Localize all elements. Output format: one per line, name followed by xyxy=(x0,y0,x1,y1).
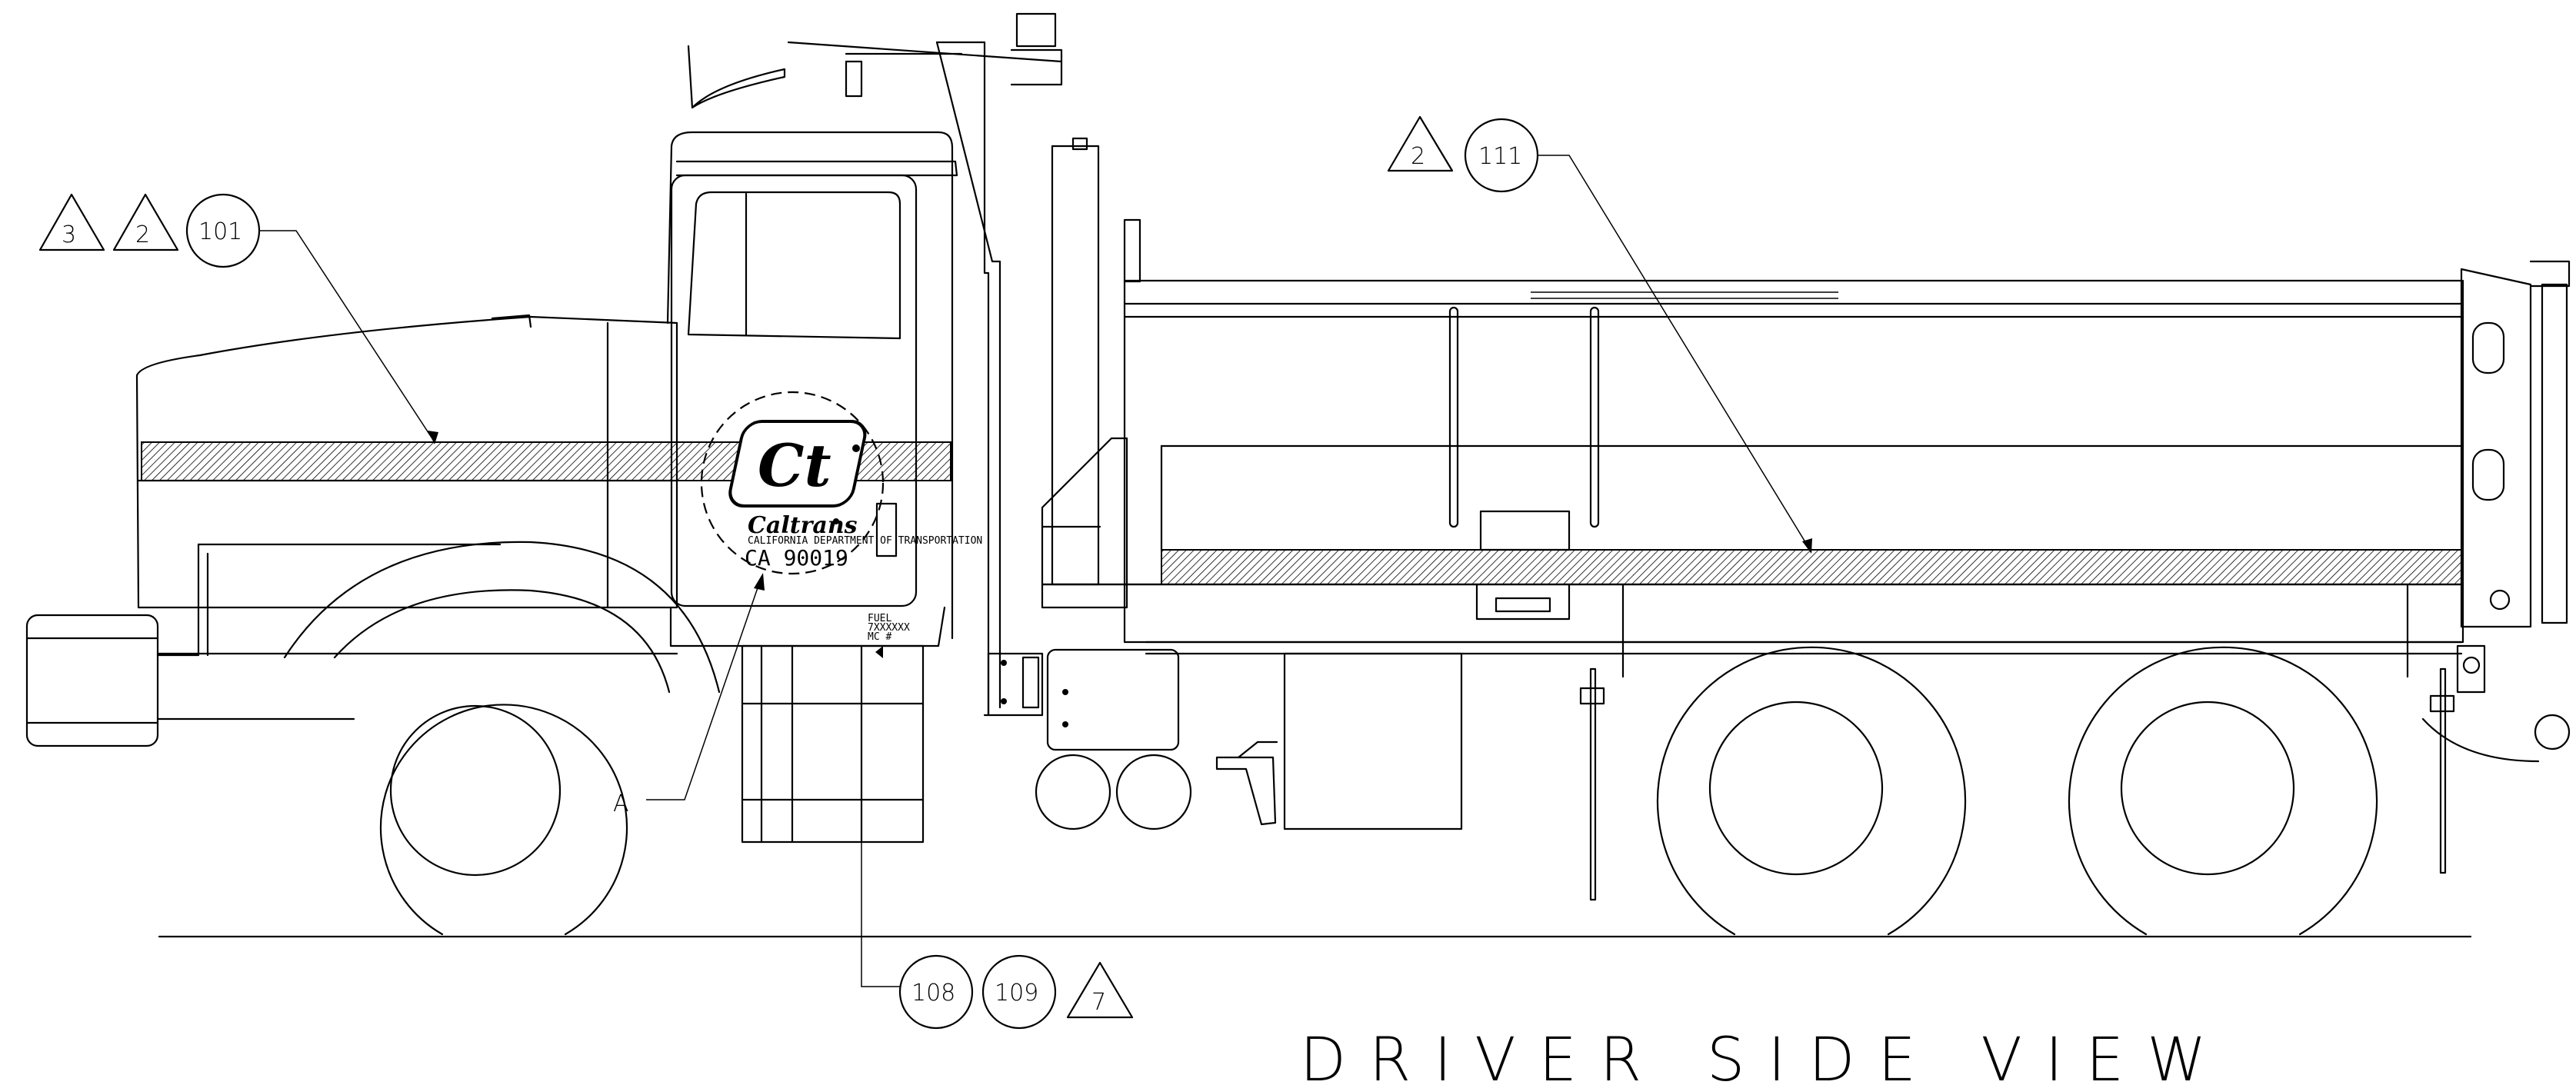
fuel-tank xyxy=(987,648,1192,830)
intake-column xyxy=(1041,137,1128,609)
drive-wheel-1 xyxy=(1656,646,1967,936)
battery-box xyxy=(1215,652,1463,830)
fuel-decal-line2: 7XXXXXX xyxy=(868,622,910,634)
triangle-callout-icon xyxy=(1066,961,1134,1019)
logo-tagline: CALIFORNIA DEPARTMENT OF TRANSPORTATION xyxy=(748,535,982,547)
callout-hood-stripe: 3 2 101 xyxy=(38,193,438,444)
cab xyxy=(666,131,958,647)
callout-door-logo: A xyxy=(613,573,765,817)
registration-number: CA 90019 xyxy=(745,545,848,571)
svg-text:A: A xyxy=(613,790,629,817)
exhaust-stack xyxy=(687,12,1063,717)
svg-text:2: 2 xyxy=(1411,143,1425,170)
svg-text:111: 111 xyxy=(1478,143,1522,170)
logo-word: Caltrans xyxy=(748,512,858,539)
mud-flaps xyxy=(1579,583,2455,901)
callout-fuel-label: 108 109 7 xyxy=(861,645,1134,1030)
fuel-decal-line1: FUEL xyxy=(868,613,891,624)
triangle-callout-icon xyxy=(1387,115,1454,172)
dump-body xyxy=(1123,218,2464,655)
svg-text:2: 2 xyxy=(135,221,150,248)
svg-text:101: 101 xyxy=(198,218,242,245)
logo-icon xyxy=(728,420,867,508)
callout-body-stripe: 2 111 xyxy=(1387,115,1812,554)
triangle-callout-icon xyxy=(112,193,179,251)
cab-step xyxy=(741,644,925,844)
view-title: DRIVER SIDE VIEW xyxy=(1300,1026,2229,1085)
drive-wheel-2 xyxy=(2068,646,2378,936)
logo-mark: Ct xyxy=(758,431,831,500)
triangle-callout-icon xyxy=(38,193,105,251)
front-bumper xyxy=(25,614,678,747)
circle-callout-icon xyxy=(898,954,974,1030)
svg-text:108: 108 xyxy=(911,980,955,1007)
fuel-decal: FUEL 7XXXXXX MC # xyxy=(868,613,910,643)
front-fender xyxy=(156,541,721,694)
door-logo: Ct Caltrans CALIFORNIA DEPARTMENT OF TRA… xyxy=(700,391,982,575)
svg-text:7: 7 xyxy=(1091,989,1106,1016)
svg-text:109: 109 xyxy=(995,980,1038,1007)
front-wheel xyxy=(379,704,628,936)
tailgate xyxy=(2421,260,2571,763)
fuel-decal-line3: MC # xyxy=(868,631,891,643)
circle-callout-icon xyxy=(981,954,1057,1030)
svg-text:3: 3 xyxy=(62,221,76,248)
